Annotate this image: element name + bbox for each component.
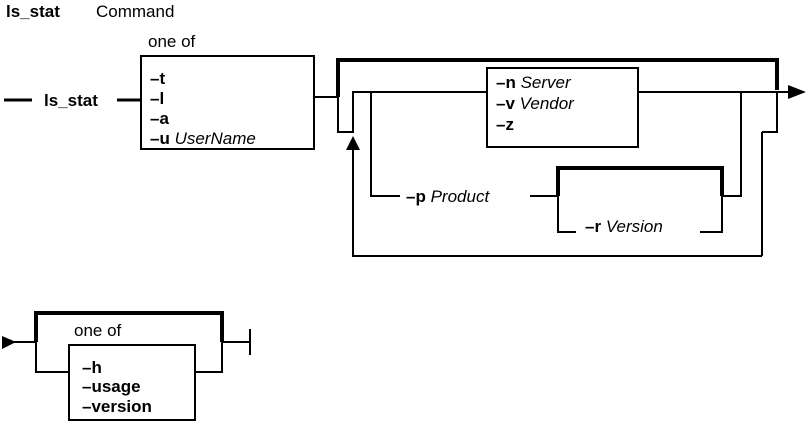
group2-option-z: –z: [496, 115, 514, 134]
bottom-entry-line: [35, 342, 69, 373]
group1-option-t: –t: [150, 69, 165, 88]
loop-entry: [337, 91, 487, 133]
bottom-option-version: –version: [82, 397, 152, 416]
group2-box: [486, 67, 639, 148]
group1-option-a: –a: [150, 109, 169, 128]
version-option: –r Version: [585, 217, 663, 236]
bottom-bypass-top: [34, 311, 224, 342]
bottom-box: [68, 344, 196, 421]
bottom-option-h: –h: [82, 358, 102, 377]
group1-header: one of: [148, 32, 196, 51]
version-exit-line: [700, 92, 742, 233]
bypass-line-top: [336, 58, 779, 97]
bottom-option-usage: –usage: [82, 377, 141, 396]
group2-option-n: –n Server: [496, 73, 572, 92]
product-option: –p Product: [406, 187, 490, 206]
version-entry-line: [557, 196, 576, 233]
title-word: Command: [96, 2, 174, 21]
product-branch-line: [370, 92, 400, 197]
bottom-exit-line: [195, 342, 223, 373]
group1-box: [140, 55, 315, 150]
command-label: ls_stat: [44, 91, 98, 110]
loop-return-bottom: [352, 148, 762, 257]
continue-arrow-icon: [788, 85, 806, 99]
bottom-header: one of: [74, 321, 122, 340]
group1-option-u: –u UserName: [150, 129, 256, 148]
version-bypass-top: [556, 166, 724, 196]
group2-option-v: –v Vendor: [496, 94, 575, 113]
group2-exit-line: [638, 91, 778, 133]
title-command-name: ls_stat: [6, 2, 60, 21]
loop-up-arrow-icon: [346, 136, 360, 150]
group1-option-l: –l: [150, 89, 164, 108]
continue-start-arrow-icon: [2, 336, 16, 349]
